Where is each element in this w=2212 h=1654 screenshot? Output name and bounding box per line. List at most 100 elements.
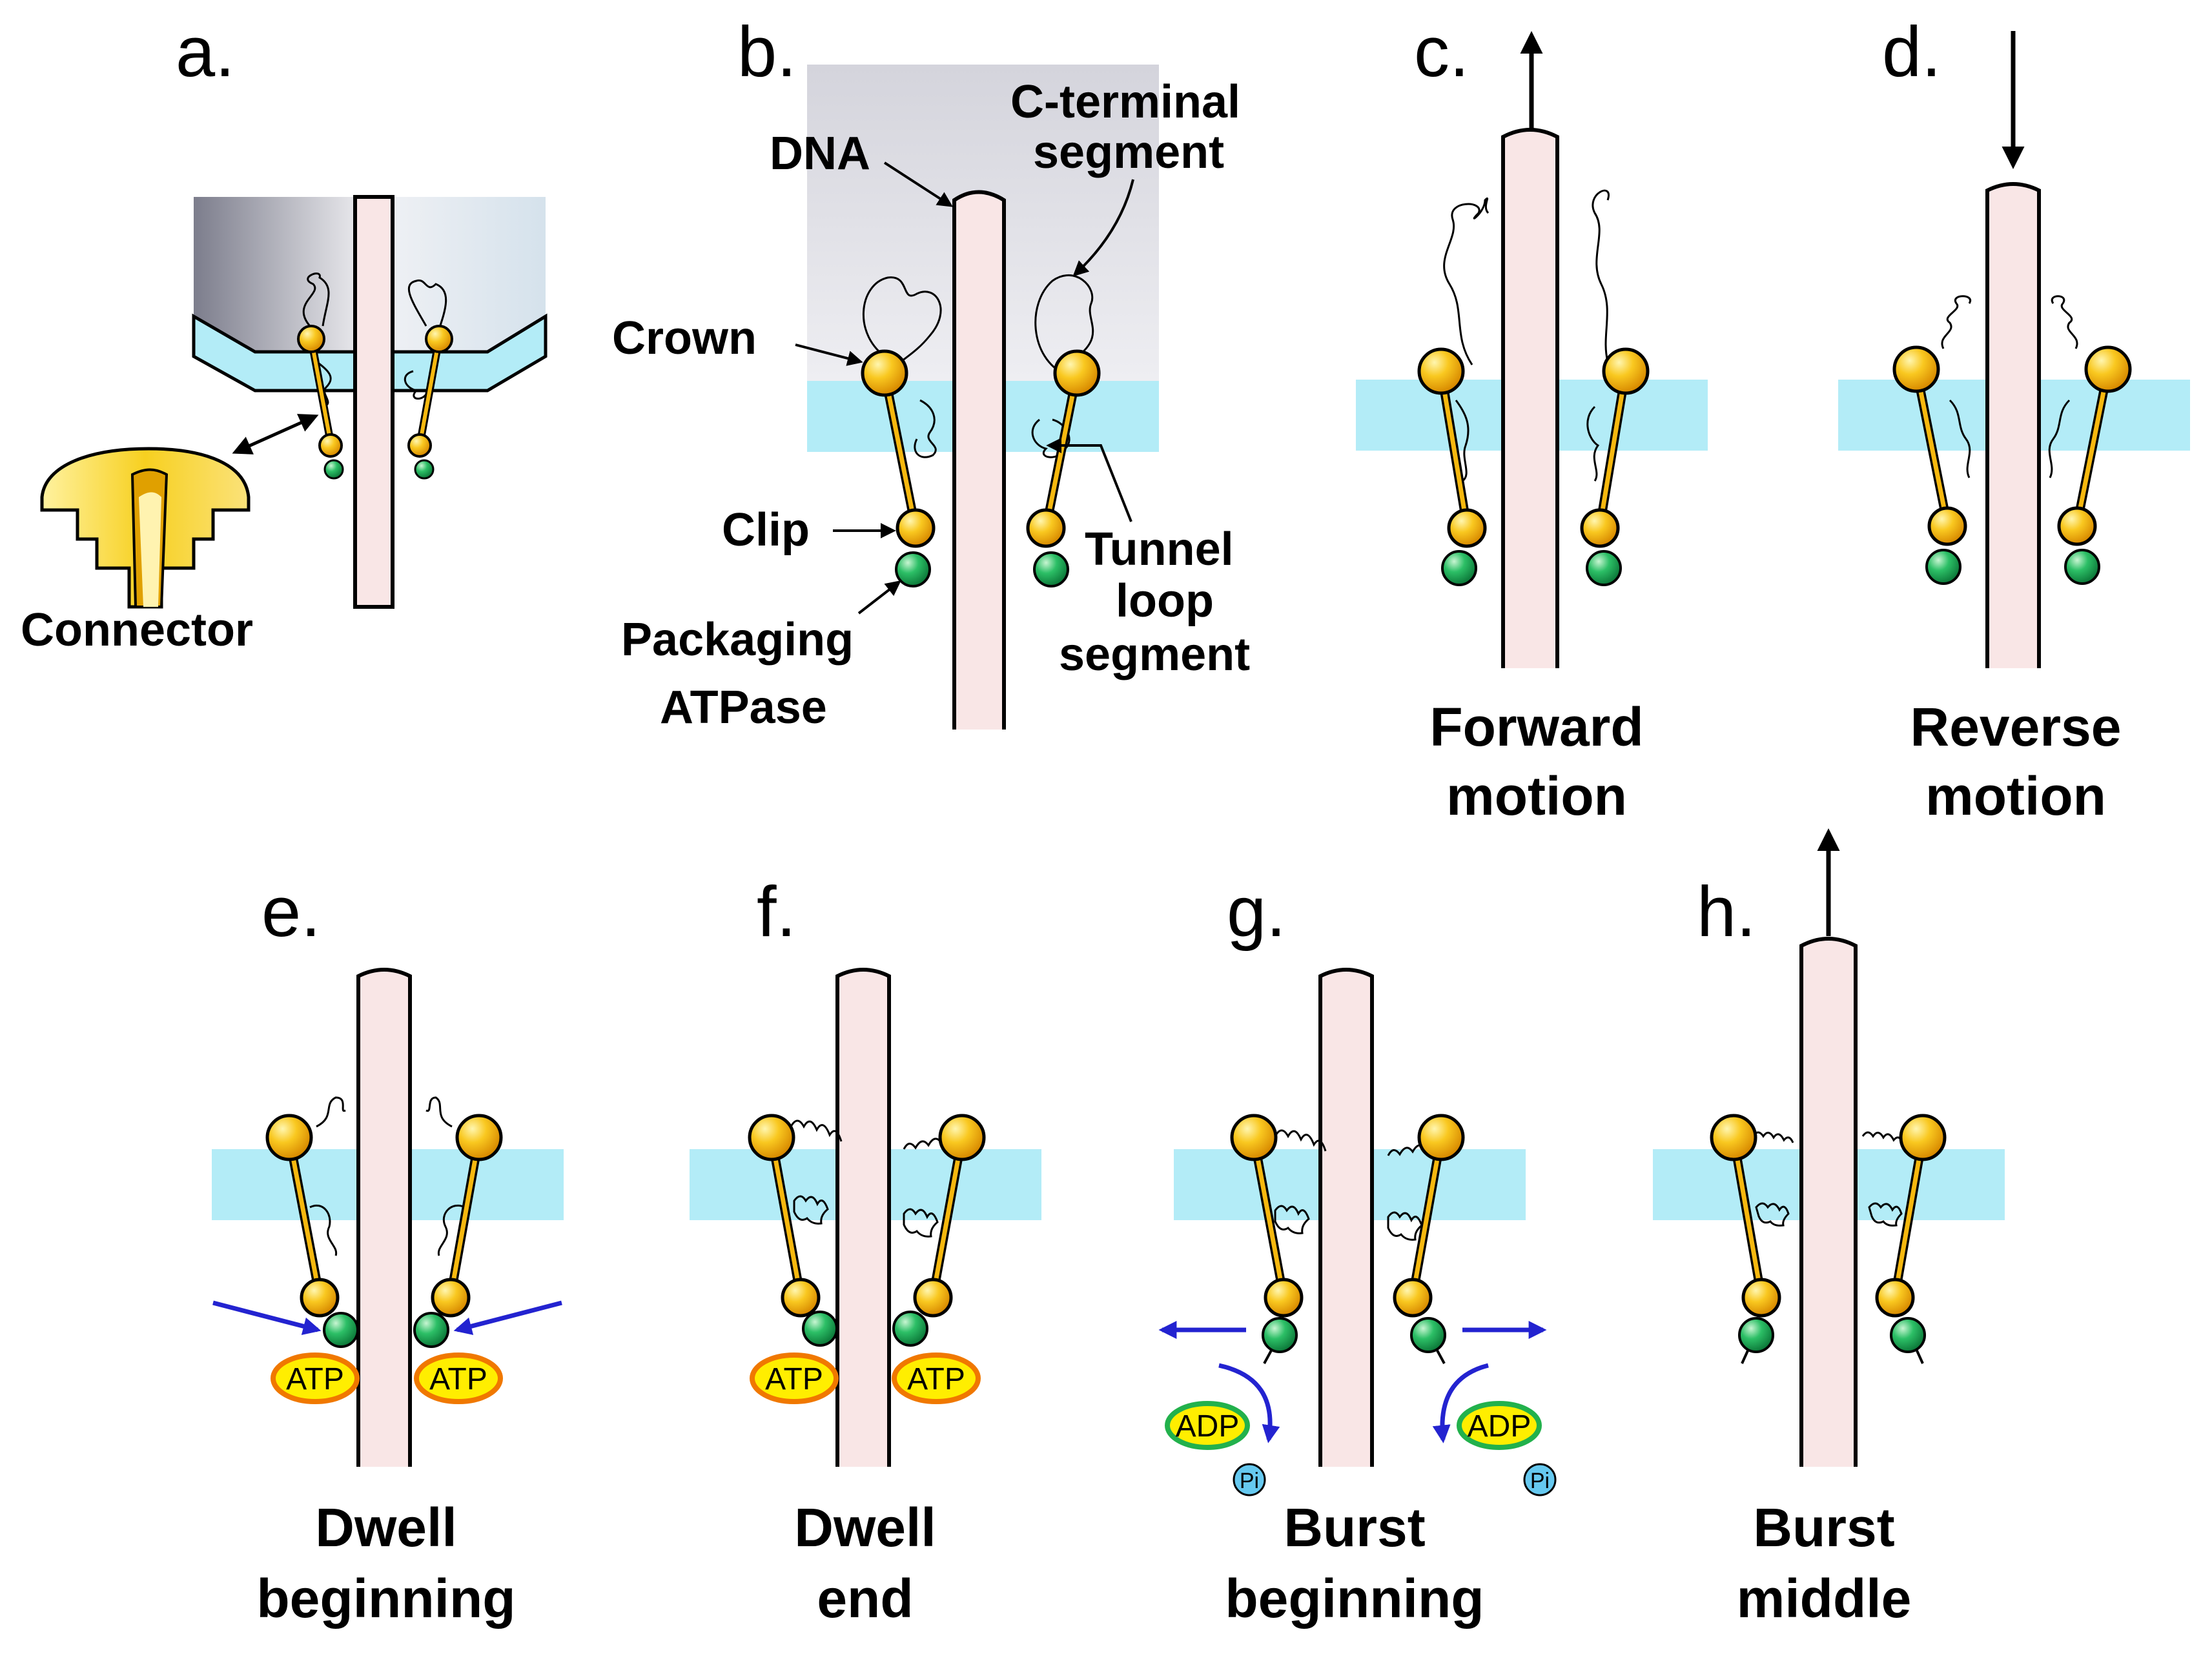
crown-sphere — [1899, 1114, 1947, 1161]
clip-sphere — [1741, 1278, 1781, 1318]
atpase-sphere — [413, 1312, 449, 1348]
panel-h-caption-1: Burst — [1753, 1497, 1894, 1558]
crown-label: Crown — [612, 312, 757, 364]
clip-sphere — [1580, 508, 1620, 548]
atpase-sphere — [1033, 551, 1069, 587]
crown-sphere — [861, 349, 908, 397]
panel-c-letter: c. — [1414, 12, 1470, 92]
pi-badge: Pi — [1523, 1463, 1557, 1496]
clip-sphere — [431, 1278, 471, 1318]
c-terminal-label-2: segment — [1033, 127, 1224, 178]
panel-b-letter: b. — [737, 12, 797, 92]
pi-badge: Pi — [1233, 1463, 1266, 1496]
svg-text:Pi: Pi — [1530, 1469, 1550, 1493]
clip-sphere — [913, 1278, 953, 1318]
crown-sphere — [748, 1114, 795, 1161]
panel-h: h. Burst middle — [1653, 828, 2005, 1629]
panel-g-caption-1: Burst — [1284, 1497, 1425, 1558]
panel-c: c. Forward motion — [1356, 12, 1708, 826]
atpase-sphere — [1586, 550, 1622, 586]
clip-label: Clip — [722, 504, 810, 556]
connector-icon — [40, 447, 251, 609]
atpase-sphere — [895, 551, 931, 587]
panel-g: g. ADP Pi A — [1158, 872, 1557, 1629]
atp-badge: ATP — [750, 1353, 839, 1404]
c-terminal-label-1: C-terminal — [1010, 76, 1240, 128]
panel-c-caption-2: motion — [1446, 766, 1627, 826]
adp-badge: ADP — [1165, 1401, 1250, 1450]
svg-text:ATP: ATP — [286, 1362, 344, 1396]
clip-sphere — [1393, 1278, 1433, 1318]
adp-badge: ADP — [1457, 1401, 1542, 1450]
packaging-label-1: Packaging — [621, 614, 854, 666]
panel-d-caption-2: motion — [1925, 766, 2106, 826]
blue-arrow — [453, 1300, 562, 1335]
clip-sphere — [1026, 508, 1066, 548]
crown-sphere — [1710, 1114, 1757, 1161]
panel-g-letter: g. — [1227, 872, 1286, 952]
atpase-sphere — [1410, 1317, 1446, 1353]
crown-sphere — [425, 325, 453, 353]
dna-label: DNA — [770, 128, 870, 179]
panel-e-caption-2: beginning — [256, 1568, 515, 1629]
panel-e-caption-1: Dwell — [315, 1497, 456, 1558]
blue-curve-arrow — [1218, 1363, 1280, 1444]
atpase-sphere — [414, 459, 435, 480]
clip-sphere — [318, 433, 343, 458]
clip-sphere — [407, 433, 432, 458]
atpase-sphere — [1890, 1317, 1926, 1353]
atpase-sphere — [1441, 550, 1477, 586]
clip-sphere — [781, 1278, 821, 1318]
crown-sphere — [1053, 349, 1101, 397]
panel-d-letter: d. — [1882, 12, 1941, 92]
panel-e: e. ATP ATP Dwell beginning — [212, 872, 564, 1629]
panel-f-caption-2: end — [817, 1568, 913, 1629]
clip-sphere — [1875, 1278, 1915, 1318]
svg-text:Pi: Pi — [1240, 1469, 1259, 1493]
atp-badge: ATP — [892, 1353, 981, 1404]
panel-c-caption-1: Forward — [1429, 697, 1643, 757]
tunnel-label-2: loop — [1116, 575, 1214, 627]
atpase-sphere — [1925, 549, 1961, 585]
crown-sphere — [1230, 1114, 1278, 1161]
panel-h-caption-2: middle — [1737, 1568, 1912, 1629]
connector-arrow — [232, 414, 319, 454]
crown-sphere — [1417, 347, 1465, 395]
panel-f: f. ATP ATP Dwell end — [690, 872, 1041, 1629]
panel-g-caption-2: beginning — [1225, 1568, 1484, 1629]
atp-badge: ATP — [271, 1353, 360, 1404]
atpase-sphere — [802, 1311, 838, 1347]
clip-sphere — [1447, 508, 1487, 548]
crown-sphere — [938, 1114, 986, 1161]
svg-text:ADP: ADP — [1468, 1409, 1531, 1444]
dna-rod-a — [353, 195, 394, 609]
crown-sphere — [1602, 347, 1650, 395]
crown-sphere — [297, 325, 325, 353]
clip-sphere — [300, 1278, 340, 1318]
panel-a: a. Connector — [21, 12, 548, 656]
crown-sphere — [1417, 1114, 1465, 1161]
clip-sphere — [896, 508, 936, 548]
atpase-sphere — [2064, 549, 2100, 585]
clip-sphere — [2057, 506, 2097, 546]
blue-curve-arrow — [1432, 1363, 1489, 1444]
svg-text:ATP: ATP — [907, 1362, 965, 1396]
crown-sphere — [455, 1114, 503, 1161]
crown-sphere — [2084, 345, 2132, 393]
atp-badge: ATP — [414, 1353, 503, 1404]
atpase-sphere — [323, 459, 344, 480]
crown-sphere — [265, 1114, 313, 1161]
tunnel-label-1: Tunnel — [1085, 524, 1234, 575]
panel-b: b. DNA C-terminal segment Crown Clip Pac… — [612, 12, 1250, 733]
panel-a-letter: a. — [176, 12, 235, 92]
tunnel-label-3: segment — [1059, 629, 1250, 680]
atpase-sphere — [323, 1312, 359, 1348]
blue-arrow — [212, 1300, 322, 1335]
atpase-sphere — [892, 1311, 928, 1347]
panel-f-letter: f. — [757, 872, 796, 952]
panel-e-letter: e. — [261, 872, 321, 952]
packaging-label-2: ATPase — [660, 682, 827, 733]
connector-label: Connector — [21, 604, 253, 656]
panel-d: d. Reverse motion — [1838, 12, 2190, 826]
